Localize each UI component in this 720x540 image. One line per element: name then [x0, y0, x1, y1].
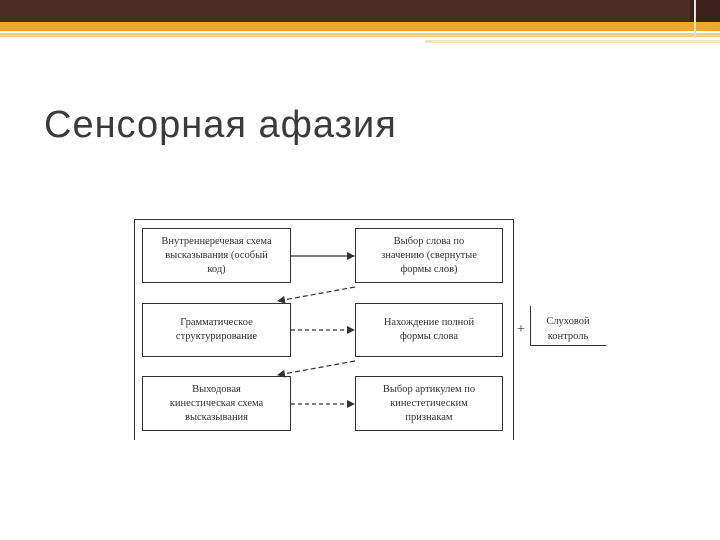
- header-corner-line: [694, 0, 696, 38]
- arrow-fullform-to-kinesthetic: [277, 360, 356, 378]
- box-line: Выходовая: [192, 383, 241, 395]
- box-line: кинестетическим: [390, 397, 468, 409]
- control-label: Слуховой контроль: [534, 314, 602, 344]
- header-band-pale: [425, 40, 720, 43]
- box-line: высказывания: [184, 411, 249, 423]
- arrow-word-to-grammar: [277, 286, 356, 304]
- box-word-choice: Выбор слова по значению (свернутые формы…: [355, 228, 503, 283]
- box-line: код): [207, 263, 226, 275]
- box-full-form: Нахождение полной формы слова: [355, 303, 503, 357]
- box-line: признакам: [405, 411, 453, 423]
- box-line: значению (свернутые: [381, 249, 477, 261]
- header-band-light: [0, 33, 720, 37]
- plus-sign: +: [517, 322, 525, 337]
- box-line: кинестическая схема: [169, 397, 264, 409]
- box-line: Грамматическое: [180, 317, 253, 328]
- header-corner-block: [690, 0, 720, 22]
- box-line: структурирование: [175, 331, 258, 342]
- box-kinesthetic-scheme: Выходовая кинестическая схема высказыван…: [142, 376, 291, 431]
- diagram-frame: [134, 219, 514, 440]
- header-band-gold: [0, 22, 720, 31]
- box-inner-speech-scheme: Внутреннеречевая схема высказывания (осо…: [142, 228, 291, 283]
- box-line: формы слов): [400, 263, 458, 275]
- box-articulem-choice: Выбор артикулем по кинестетическим призн…: [355, 376, 503, 431]
- header-band-dark: [0, 0, 720, 22]
- box-line: Нахождение полной: [383, 317, 475, 328]
- control-label-line: контроль: [547, 331, 589, 342]
- control-label-line: Слуховой: [546, 316, 590, 327]
- control-bracket: [530, 306, 606, 346]
- box-line: высказывания (особый: [165, 249, 268, 261]
- box-line: Выбор слова по: [393, 235, 465, 247]
- box-line: Внутреннеречевая схема: [161, 235, 272, 247]
- slide-title: Сенсорная афазия: [44, 104, 397, 146]
- box-line: Выбор артикулем по: [382, 383, 476, 395]
- box-grammar: Грамматическое структурирование: [142, 303, 291, 357]
- box-line: формы слова: [399, 331, 459, 342]
